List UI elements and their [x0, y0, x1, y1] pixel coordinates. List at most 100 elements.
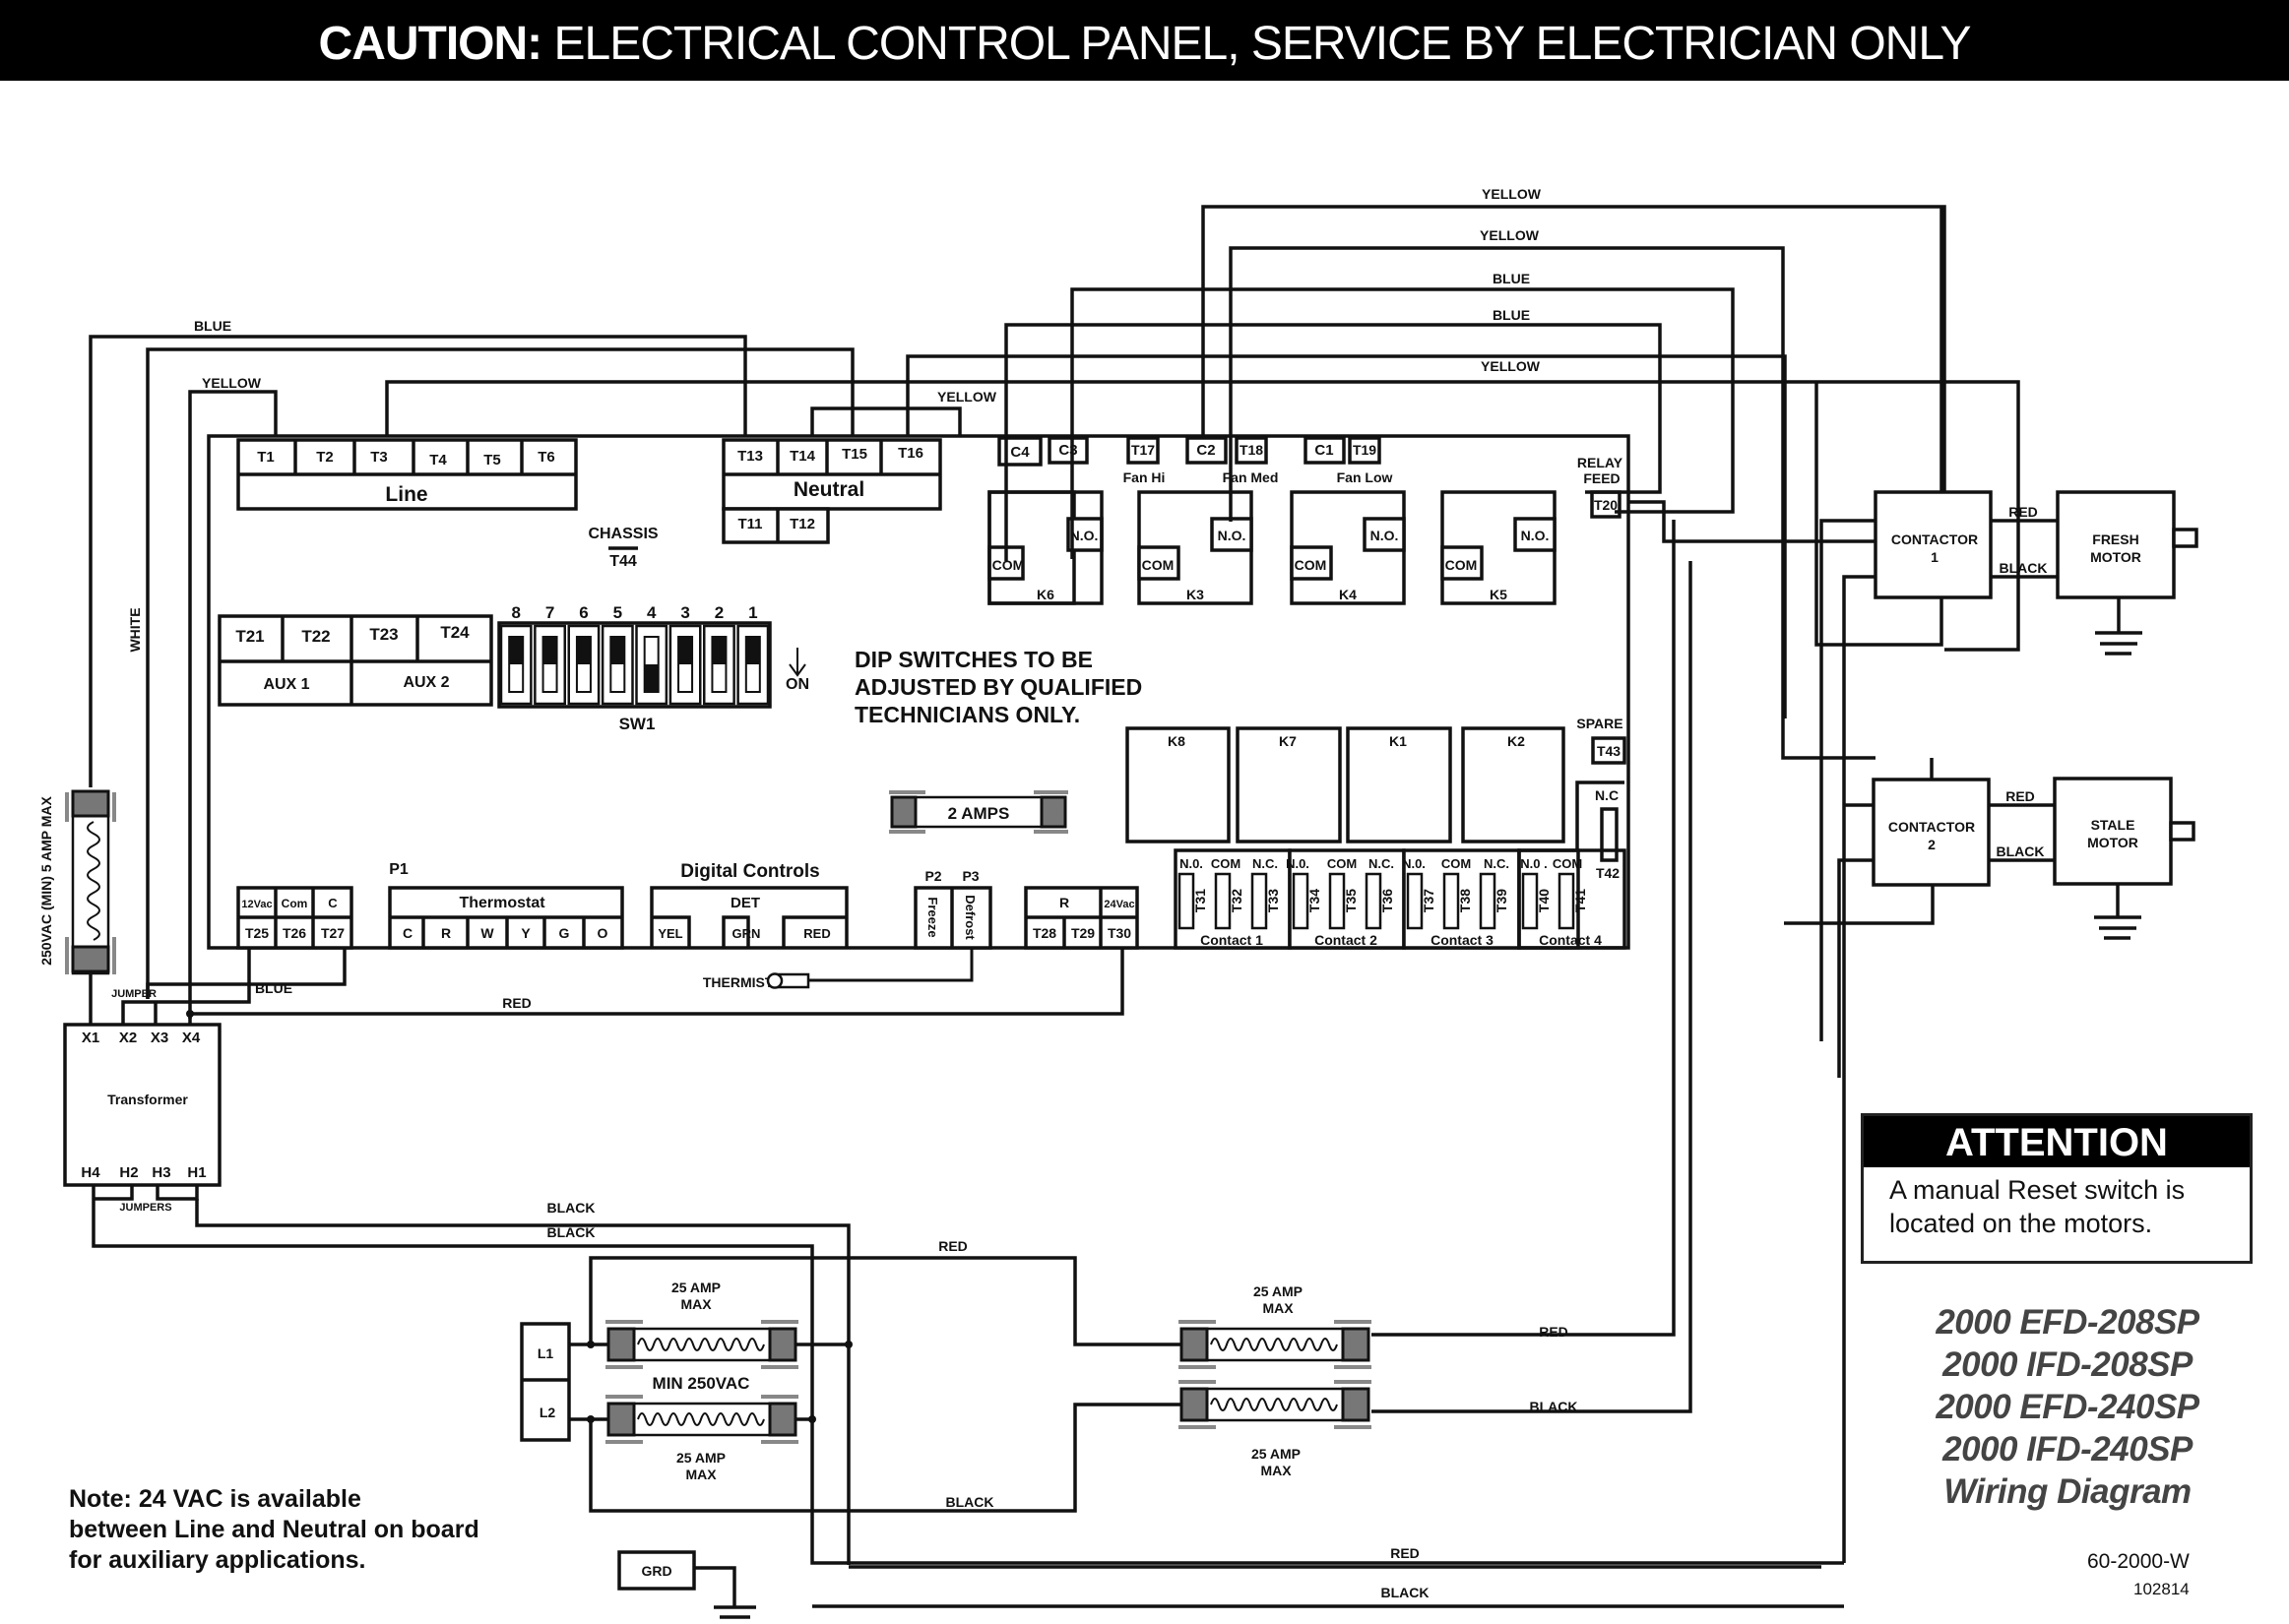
dip-number-2: 2 [715, 603, 724, 622]
r-label: R [1059, 895, 1069, 910]
dip-knob-3 [678, 637, 693, 664]
wire-label-white: WHITE [127, 607, 143, 652]
dip-note-line-2: ADJUSTED BY QUALIFIED [855, 674, 1143, 700]
contact-slot-t40 [1521, 872, 1539, 930]
k6-com: COM [992, 557, 1025, 573]
wire-label-red-low: RED [502, 995, 532, 1011]
fuse-element-icon [637, 1412, 765, 1426]
c1-no: N.0. [1179, 856, 1203, 871]
wire-label-red-fuse: RED [938, 1238, 968, 1254]
fresh-motor: FRESH MOTOR [2056, 490, 2198, 599]
wire-label-red-out: RED [1539, 1324, 1568, 1340]
contactor-wires [1371, 207, 1943, 1563]
det-terminal-block: DET YEL GRN RED [650, 886, 849, 948]
c1-nc: N.C. [1252, 856, 1278, 871]
contact-1-label: Contact 1 [1200, 932, 1263, 948]
terminal-h1: H1 [187, 1164, 206, 1181]
note-line-3: for auxiliary applications. [69, 1546, 366, 1574]
terminal-t23: T23 [369, 625, 398, 644]
relay-feed-label-1: RELAY [1577, 455, 1623, 470]
model-3: 2000 EFD-240SP [1936, 1388, 2199, 1426]
contact-terminal-t41: T41 [1572, 889, 1588, 912]
contact-2-label: Contact 2 [1314, 932, 1377, 948]
attention-line-2: located on the motors. [1889, 1209, 2153, 1238]
terminal-x4: X4 [182, 1030, 201, 1046]
c3-nc: N.C. [1484, 856, 1509, 871]
thermostat-g: G [559, 925, 570, 941]
wire-label-yellow-left: YELLOW [202, 375, 262, 391]
model-1: 2000 EFD-208SP [1936, 1303, 2199, 1342]
contact-terminal-t36: T36 [1379, 889, 1395, 912]
c3-com: COM [1441, 856, 1471, 871]
terminal-h3: H3 [152, 1164, 170, 1181]
thermostat-y: Y [521, 925, 531, 941]
wire-label-yellow-1: YELLOW [1482, 186, 1542, 202]
contact-terminal-t35: T35 [1343, 889, 1359, 912]
transformer-wires [92, 948, 1124, 1555]
relay-feed-label-2: FEED [1583, 470, 1620, 486]
transformer-fuse-rating: 250VAC (MIN) 5 AMP MAX [38, 796, 54, 966]
c2-red-label: RED [2005, 788, 2035, 804]
det-red: RED [803, 926, 830, 941]
header-12vac: 12Vac [241, 899, 272, 910]
wire-label-yellow-2: YELLOW [1480, 227, 1540, 243]
c3-no: N.0. [1402, 856, 1426, 871]
c4-no: N.0 . [1520, 856, 1547, 871]
wire-label-black-out: BLACK [1530, 1399, 1578, 1414]
fuse-min-voltage: MIN 250VAC [653, 1374, 750, 1393]
jumpers-label: JUMPERS [119, 1202, 171, 1214]
thermostat-w: W [480, 925, 494, 941]
k5-label: K5 [1490, 587, 1507, 602]
dip-number-8: 8 [511, 603, 520, 622]
wire-label-blue-1: BLUE [1493, 271, 1530, 286]
contact-slot-t39 [1479, 872, 1496, 930]
c1-black-label: BLACK [2000, 560, 2048, 576]
c1-red-label: RED [2008, 504, 2038, 520]
terminal-t4: T4 [429, 452, 447, 468]
p1-label: P1 [389, 861, 409, 878]
terminal-t43-box [1591, 736, 1626, 765]
dip-on-label: ON [786, 676, 809, 693]
aux2-label: AUX 2 [403, 674, 449, 691]
det-grn: GRN [732, 926, 761, 941]
dip-knob-6 [576, 637, 591, 664]
k6-label: K6 [1037, 587, 1054, 602]
dip-number-3: 3 [680, 603, 689, 622]
r-terminal-block: R 24Vac T28 T29 T30 [1024, 886, 1139, 950]
contactor-1: CONTACTOR 1 [1874, 490, 1993, 599]
model-2: 2000 IFD-208SP [1942, 1345, 2193, 1384]
terminal-c1: C1 [1314, 442, 1333, 459]
p2-label: P2 [924, 868, 941, 884]
k5-no: N.O. [1521, 528, 1550, 543]
contact-terminal-t40: T40 [1536, 889, 1552, 912]
p3-label: P3 [962, 868, 979, 884]
fuse-l2-rating-2: MAX [685, 1467, 717, 1482]
relay-k5 [1440, 490, 1557, 605]
terminal-t11: T11 [737, 516, 762, 532]
header-com: Com [282, 897, 308, 910]
transformer-label: Transformer [107, 1092, 188, 1107]
stale-motor: STALE MOTOR [2053, 777, 2195, 886]
main-fuses [605, 1320, 1371, 1444]
terminal-t15: T15 [842, 446, 867, 463]
terminal-l2: L2 [540, 1405, 556, 1420]
transformer-fuse [65, 789, 116, 1024]
wire-runs [89, 205, 2020, 1019]
terminal-t17: T17 [1131, 442, 1155, 458]
line-terminal-block: T1 T2 T3 T4 T5 T6 Line [236, 438, 578, 511]
terminal-t20: T20 [1594, 497, 1618, 513]
aux1-label: AUX 1 [263, 676, 309, 693]
fuse-r1-rating-2: MAX [1262, 1300, 1294, 1316]
fuse-l1-rating: 25 AMP [671, 1280, 721, 1295]
contact-3-label: Contact 3 [1431, 932, 1494, 948]
terminal-t5: T5 [483, 452, 501, 468]
contact-terminal-t32: T32 [1229, 889, 1244, 912]
neutral-label: Neutral [794, 478, 864, 501]
c2-no: N.0. [1286, 856, 1309, 871]
contactor-1-label: CONTACTOR [1891, 531, 1978, 547]
terminal-t1: T1 [257, 449, 275, 466]
terminal-t18: T18 [1240, 442, 1263, 458]
terminal-t19: T19 [1353, 442, 1376, 458]
k3-no: N.O. [1218, 528, 1246, 543]
